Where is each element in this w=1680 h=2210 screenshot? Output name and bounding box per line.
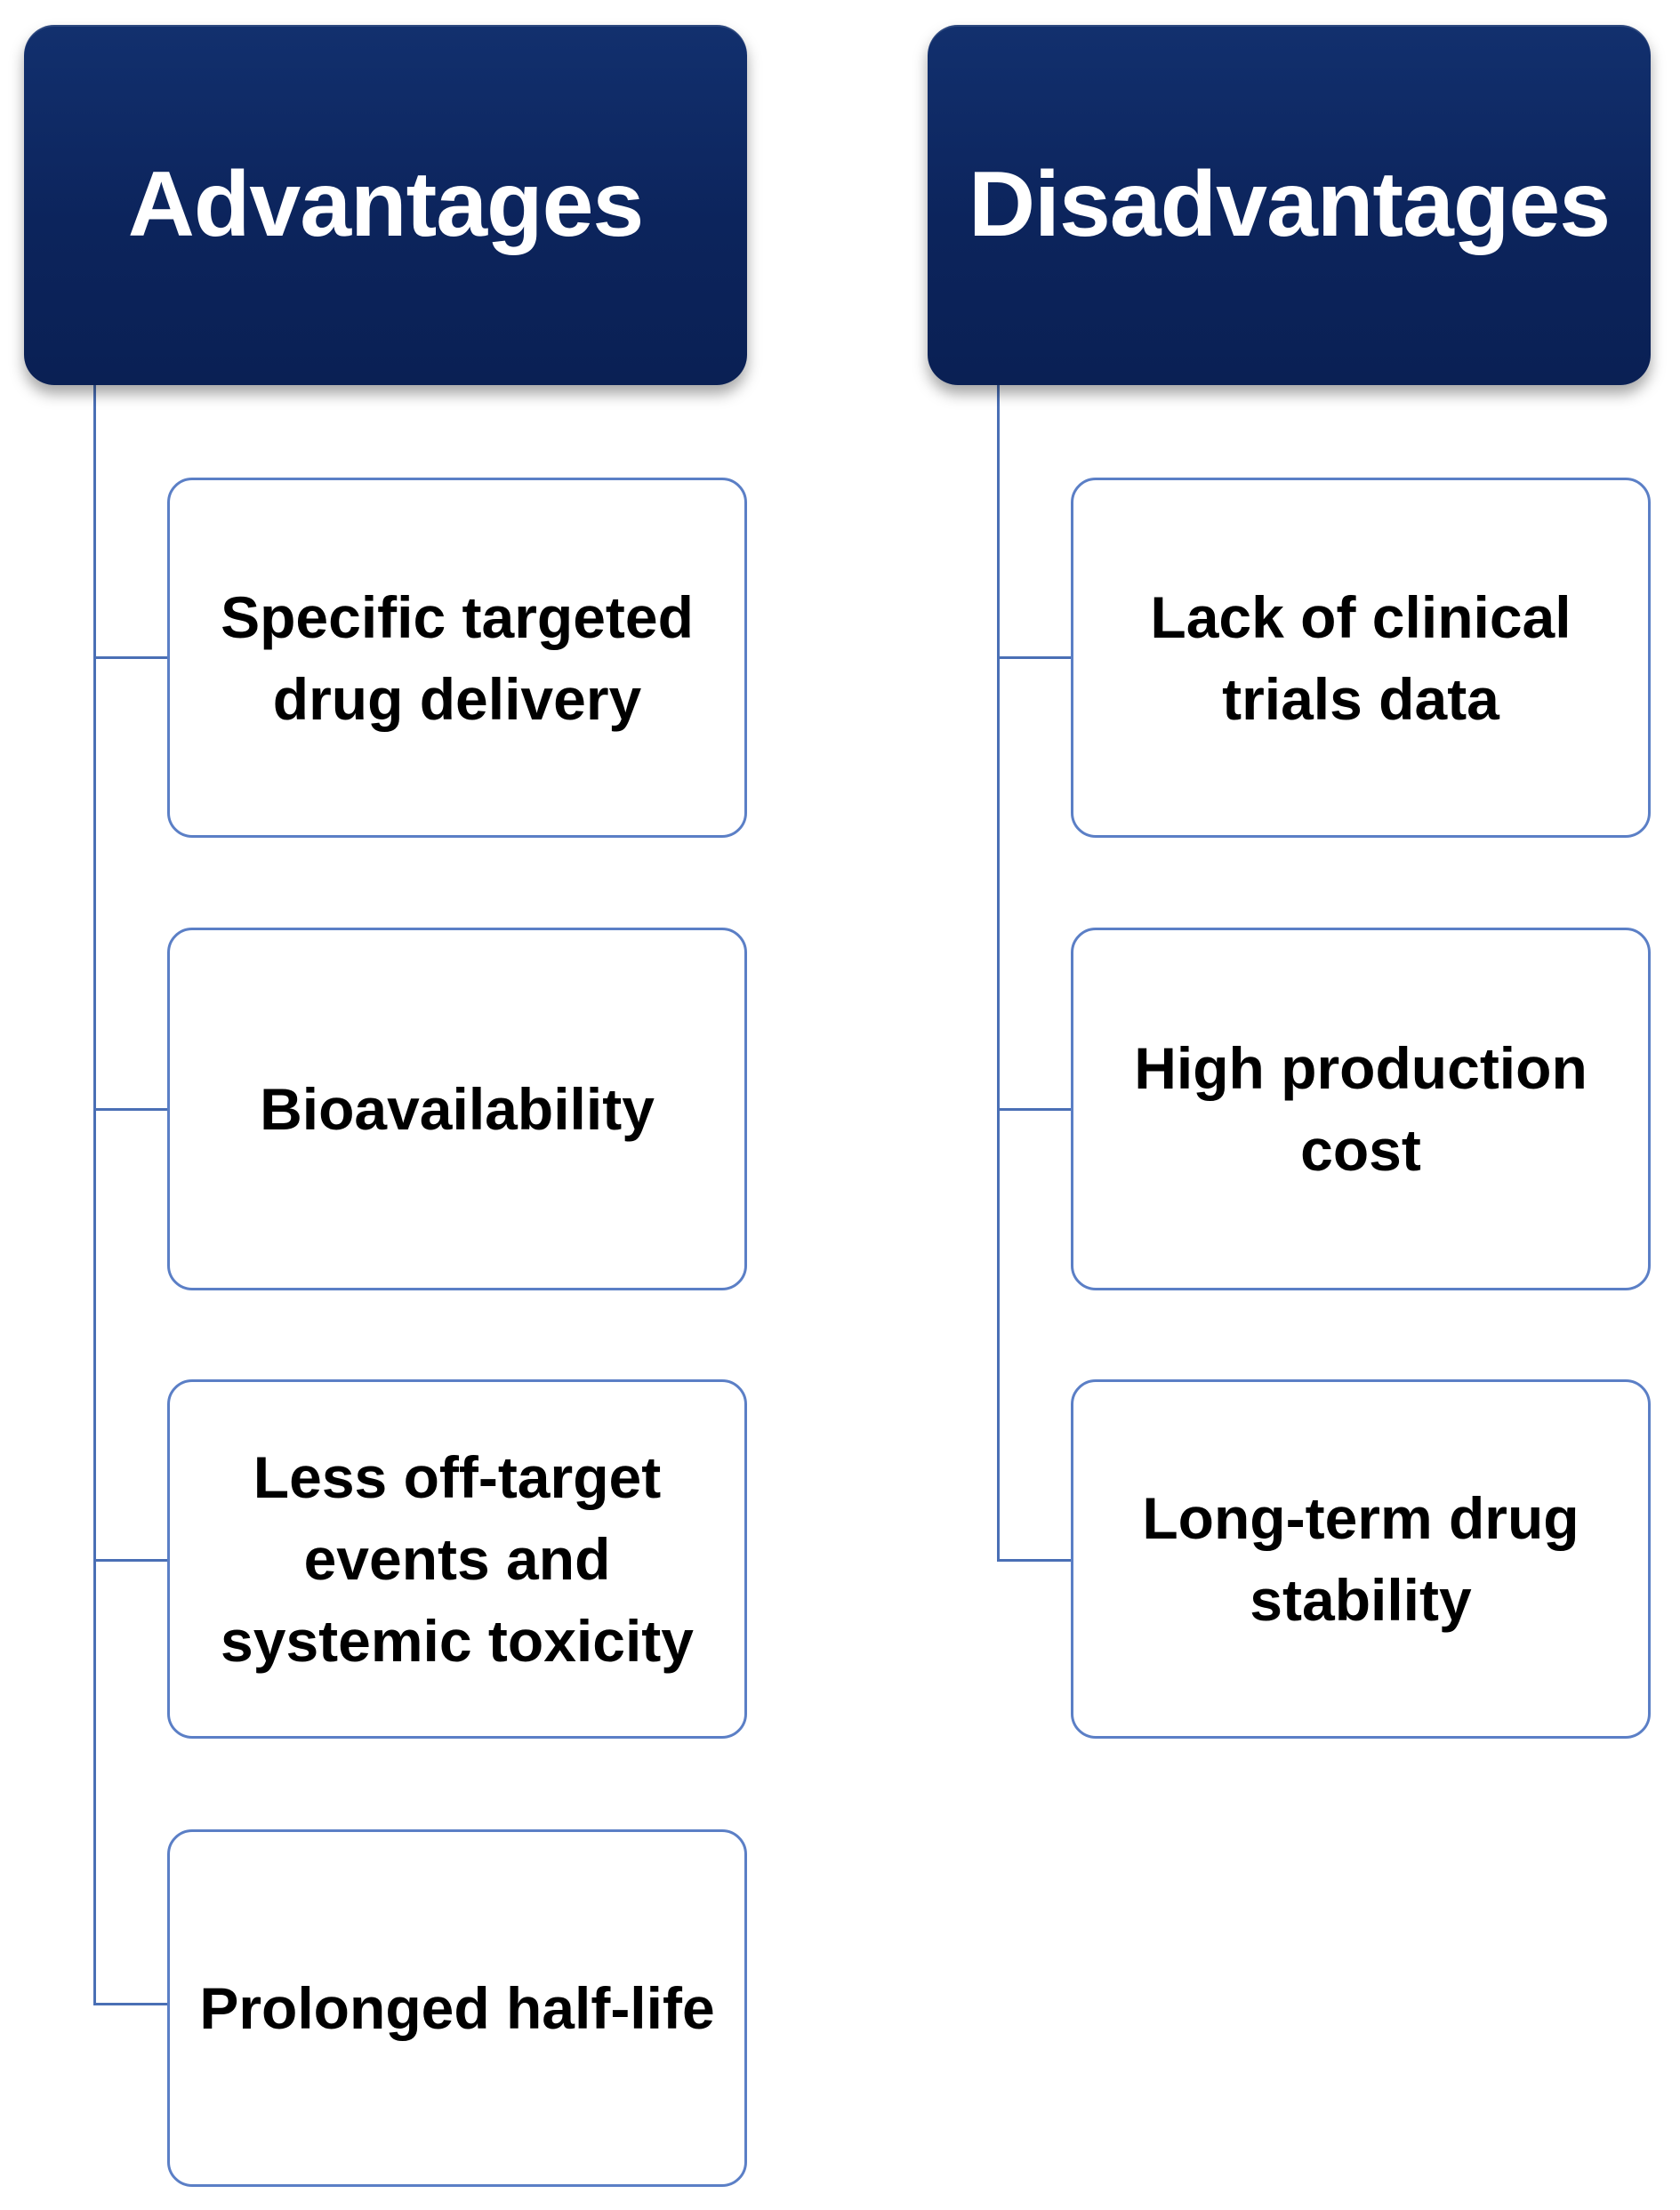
disadvantage-item-label: Long-term drug stability bbox=[1142, 1485, 1580, 1633]
disadvantage-item-label: High production cost bbox=[1134, 1035, 1588, 1183]
disadvantages-title: Disadvantages bbox=[968, 153, 1611, 256]
disadvantage-item-production-cost: High production cost bbox=[1071, 928, 1651, 1290]
advantage-item-label: Less off-target events and systemic toxi… bbox=[221, 1444, 694, 1674]
disadvantage-item-drug-stability: Long-term drug stability bbox=[1071, 1379, 1651, 1739]
advantage-item-less-toxicity: Less off-target events and systemic toxi… bbox=[167, 1379, 747, 1739]
disadvantages-branch-line-2 bbox=[997, 1108, 1071, 1111]
disadvantages-trunk-line bbox=[997, 382, 1000, 1562]
advantage-item-label: Prolonged half-life bbox=[199, 1975, 715, 2041]
disadvantages-branch-line-1 bbox=[997, 656, 1071, 659]
disadvantage-item-label: Lack of clinical trials data bbox=[1150, 583, 1571, 732]
advantage-item-label: Bioavailability bbox=[260, 1076, 655, 1142]
advantages-branch-line-1 bbox=[93, 656, 167, 659]
disadvantages-header: Disadvantages bbox=[928, 25, 1651, 385]
advantages-title: Advantages bbox=[127, 153, 645, 256]
disadvantages-branch-line-3 bbox=[997, 1559, 1071, 1562]
advantage-item-targeted-delivery: Specific targeted drug delivery bbox=[167, 478, 747, 838]
advantages-trunk-line bbox=[93, 382, 96, 2005]
advantage-item-half-life: Prolonged half-life bbox=[167, 1829, 747, 2187]
advantages-branch-line-3 bbox=[93, 1559, 167, 1562]
disadvantage-item-clinical-data: Lack of clinical trials data bbox=[1071, 478, 1651, 838]
advantages-branch-line-2 bbox=[93, 1108, 167, 1111]
advantage-item-bioavailability: Bioavailability bbox=[167, 928, 747, 1290]
advantages-header: Advantages bbox=[24, 25, 747, 385]
advantages-branch-line-4 bbox=[93, 2003, 167, 2005]
advantage-item-label: Specific targeted drug delivery bbox=[221, 583, 694, 732]
